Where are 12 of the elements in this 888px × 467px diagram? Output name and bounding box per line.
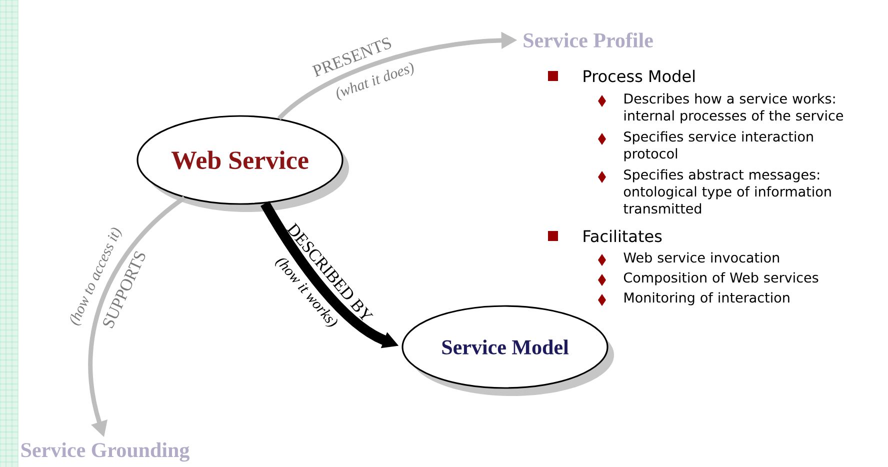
node-label: Service Profile: [524, 32, 653, 48]
node-label: Service Grounding: [21, 442, 190, 462]
list-item: Composition of Web services: [624, 272, 818, 286]
list-item: Describes how a service works: internal processes of the service: [624, 93, 844, 124]
list-item: Facilitates: [584, 230, 662, 242]
ellipse-node: Web Service: [136, 115, 349, 212]
list-item: Process Model: [584, 70, 695, 82]
list-item: Web service invocation: [624, 252, 779, 263]
list-item: Specifies service interaction protocol: [624, 131, 813, 162]
list-item: Monitoring of interaction: [624, 292, 790, 306]
ellipse-node: Service Model: [402, 305, 614, 396]
list-item: Specifies abstract messages: ontological type of information transmitted: [624, 169, 831, 214]
